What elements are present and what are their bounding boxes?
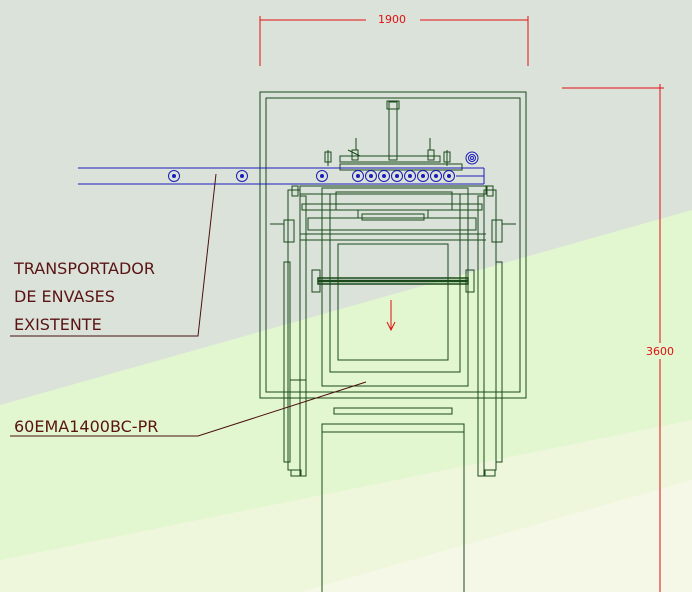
spiral-icon [465,151,479,169]
arrow-down-icon [386,300,396,332]
height-dimension: 3600 [646,345,674,358]
roller-icon [430,170,442,182]
roller-icon [236,170,248,182]
height-dim-mask [640,343,680,359]
roller-icon [443,170,455,182]
roller-icon [352,170,364,182]
conveyor-label-line3: EXISTENTE [14,315,102,334]
conveyor-label-line1: TRANSPORTADOR [13,259,155,278]
roller-hub [395,174,399,178]
roller-hub [421,174,425,178]
roller-hub [447,174,451,178]
width-dim-mask [366,10,420,28]
background-lightest-band [300,480,692,592]
roller-icon [391,170,403,182]
roller-hub [382,174,386,178]
machine-model-label: 60EMA1400BC-PR [14,417,158,436]
roller-icon [365,170,377,182]
roller-icon [417,170,429,182]
roller-hub [172,174,176,178]
roller-hub [408,174,412,178]
outer-frame-inner [265,97,521,393]
conveyor [78,167,485,185]
roller-icon [404,170,416,182]
roller-hub [240,174,244,178]
outer-frame [259,91,527,399]
roller-hub [320,174,324,178]
conveyor-label-line2: DE ENVASES [14,287,115,306]
roller-icon [378,170,390,182]
roller-hub [369,174,373,178]
leader-lines [10,173,367,437]
width-dimension: 1900 [378,13,406,26]
roller-hub [356,174,360,178]
roller-hub [434,174,438,178]
roller-icon [316,170,328,182]
conveyor-rollers [168,170,455,182]
roller-icon [168,170,180,182]
top-guide-rod [388,101,398,161]
machine-drawing [259,91,527,592]
